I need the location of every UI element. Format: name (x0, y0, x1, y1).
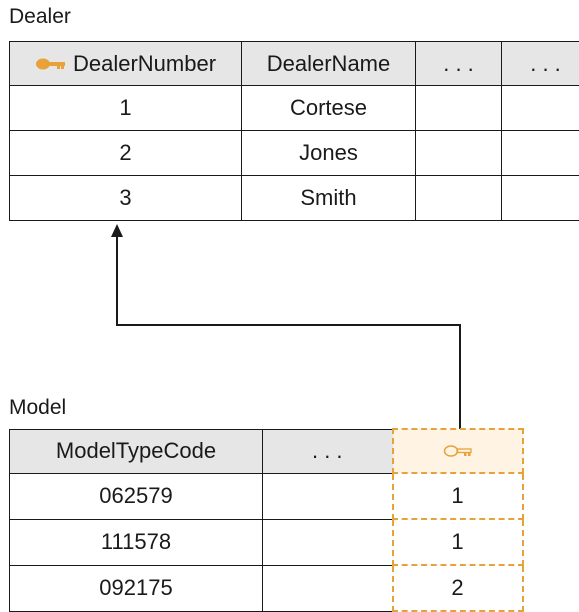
model-header-modeltypecode: ModelTypeCode (10, 429, 263, 473)
model-table: ModelTypeCode . . . 062579 1 111578 1 09… (9, 428, 524, 612)
model-header-foreign-key (393, 429, 523, 473)
table-row: 092175 2 (10, 565, 523, 611)
empty-cell (263, 519, 393, 565)
empty-cell (263, 565, 393, 611)
table-row: 062579 1 (10, 473, 523, 519)
model-type-code-cell: 111578 (10, 519, 263, 565)
key-icon (443, 444, 473, 458)
table-row: 111578 1 (10, 519, 523, 565)
dealer-number-fk-cell: 1 (393, 519, 523, 565)
dealer-number-fk-cell: 2 (393, 565, 523, 611)
empty-cell (263, 473, 393, 519)
model-table-title: Model (9, 396, 66, 420)
model-header-row: ModelTypeCode . . . (10, 429, 523, 473)
arrowhead-icon (111, 224, 123, 237)
connector-line (117, 236, 460, 430)
model-type-code-cell: 062579 (10, 473, 263, 519)
model-header-more: . . . (263, 429, 393, 473)
model-type-code-cell: 092175 (10, 565, 263, 611)
dealer-number-fk-cell: 1 (393, 473, 523, 519)
